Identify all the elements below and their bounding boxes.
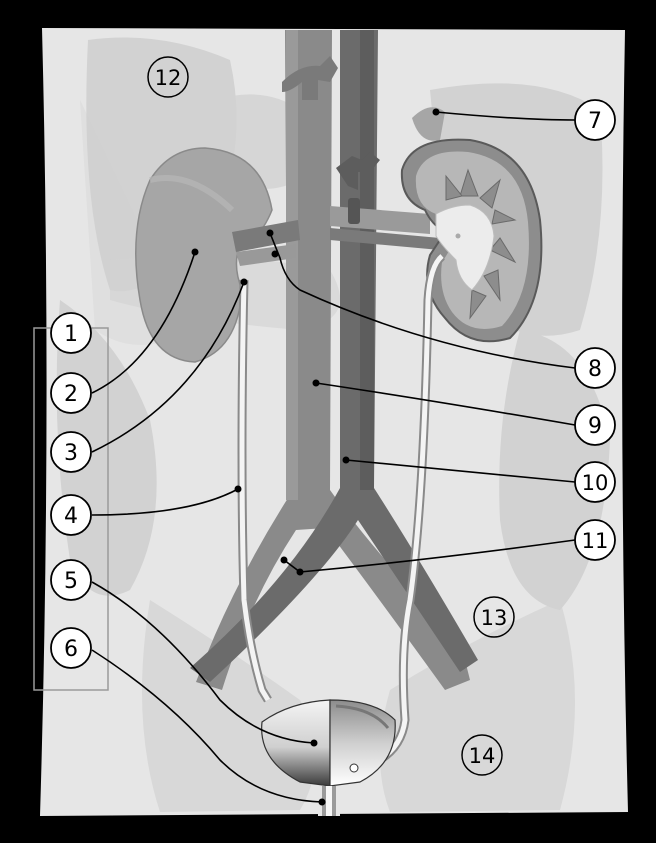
callout-9-label: 9 (588, 414, 602, 439)
callout-6-label: 6 (64, 637, 78, 662)
callout-13-label: 13 (481, 606, 508, 630)
callout-2: 2 (51, 373, 91, 413)
callout-10-label: 10 (582, 471, 609, 495)
callout-1: 1 (51, 313, 91, 353)
callout-4: 4 (51, 495, 91, 535)
callout-8-label: 8 (588, 357, 602, 382)
callout-7: 7 (575, 100, 615, 140)
callout-6: 6 (51, 628, 91, 668)
callout-8: 8 (575, 348, 615, 388)
callout-12-label: 12 (155, 66, 182, 90)
callout-3-label: 3 (64, 441, 78, 466)
callout-2-label: 2 (64, 382, 78, 407)
callout-1-label: 1 (64, 322, 78, 347)
callout-10: 10 (575, 462, 615, 502)
callout-9: 9 (575, 405, 615, 445)
callout-5: 5 (51, 560, 91, 600)
callout-11: 11 (575, 520, 615, 560)
callout-5-label: 5 (64, 569, 78, 594)
callout-11-label: 11 (582, 529, 609, 553)
callout-14-label: 14 (469, 744, 496, 768)
callout-7-label: 7 (588, 109, 602, 134)
callout-3: 3 (51, 432, 91, 472)
callout-4-label: 4 (64, 504, 78, 529)
